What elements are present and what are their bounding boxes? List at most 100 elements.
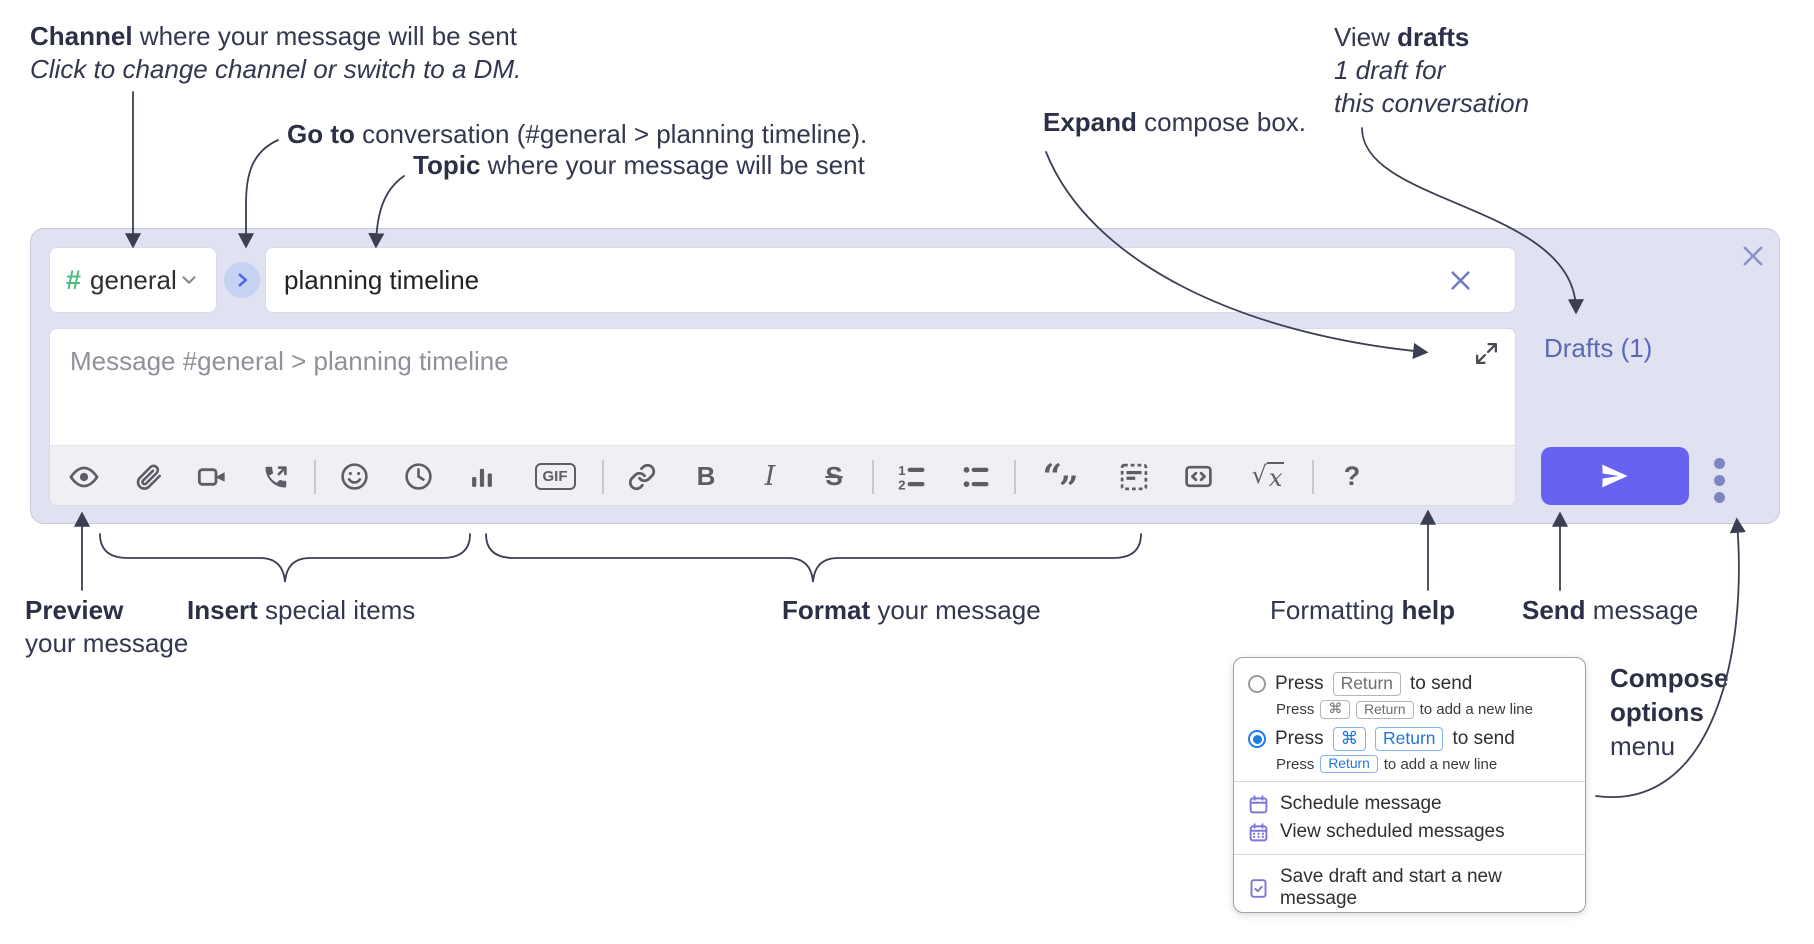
message-area <box>50 329 1515 445</box>
option2-pre: Press <box>1275 728 1324 749</box>
link-icon[interactable] <box>622 457 662 497</box>
italic-glyph: I <box>764 461 776 492</box>
label-send: Send message <box>1522 594 1698 627</box>
message-input[interactable] <box>50 329 1515 445</box>
chevron-right-icon <box>238 273 247 287</box>
toolbar-divider <box>1312 459 1314 494</box>
spoiler-icon[interactable] <box>1114 457 1154 497</box>
italic-icon[interactable]: I <box>750 457 790 497</box>
compose-options-menu-button[interactable] <box>1714 458 1725 503</box>
expand-compose-icon[interactable] <box>1474 341 1499 366</box>
time-clock-icon[interactable] <box>398 457 438 497</box>
send-arrow-icon <box>1602 464 1628 488</box>
kbd-return-blue: Return <box>1320 755 1378 773</box>
annotation-drafts-line3: this conversation <box>1334 88 1530 118</box>
popup-divider <box>1234 854 1585 855</box>
label-compose-options: Compose options menu <box>1610 661 1728 763</box>
option1-sub-pre: Press <box>1276 701 1315 718</box>
brace-insert <box>99 533 471 583</box>
kbd-cmd-blue: ⌘ <box>1332 727 1367 751</box>
gif-label: GIF <box>534 463 576 490</box>
attach-paperclip-icon[interactable] <box>128 457 168 497</box>
label-send-bold: Send <box>1522 595 1586 625</box>
label-insert: Insert special items <box>187 594 415 627</box>
bulleted-list-icon[interactable] <box>956 457 996 497</box>
gif-icon[interactable]: GIF <box>526 457 584 497</box>
annotation-topic-bold: Topic <box>413 150 481 180</box>
label-preview: Preview your message <box>25 594 188 660</box>
option-return-to-send[interactable]: Press Return to send <box>1248 672 1571 696</box>
quote-close-glyph: ” <box>1059 468 1079 506</box>
toolbar-divider <box>602 459 604 494</box>
drafts-link[interactable]: Drafts (1) <box>1544 333 1653 363</box>
annotation-goto: Go to conversation (#general > planning … <box>287 118 867 151</box>
annotation-drafts-pre: View <box>1334 22 1398 52</box>
toolbar-divider <box>314 459 316 494</box>
go-to-conversation-button[interactable] <box>224 262 260 298</box>
option2-sub-pre: Press <box>1276 755 1315 773</box>
label-formatting-help: Formatting help <box>1270 594 1455 627</box>
strikethrough-icon[interactable]: S <box>814 457 854 497</box>
option-cmd-return-to-send[interactable]: Press ⌘ Return to send <box>1248 727 1571 751</box>
channel-name: general <box>90 264 177 295</box>
topic-input-wrap <box>265 247 1516 313</box>
formatting-help-icon[interactable]: ? <box>1332 457 1372 497</box>
annotation-drafts: View drafts 1 draft for this conversatio… <box>1334 21 1529 120</box>
label-help-bold: help <box>1401 595 1455 625</box>
sqrt-glyph: √ <box>1251 461 1267 489</box>
message-block: GIF B I S 12 “” <box>49 328 1516 506</box>
calendar-grid-icon <box>1248 822 1269 843</box>
poll-bar-chart-icon[interactable] <box>462 457 502 497</box>
label-insert-bold: Insert <box>187 595 258 625</box>
menu-item-label: Save draft and start a new message <box>1280 866 1502 909</box>
voice-call-icon[interactable] <box>256 457 296 497</box>
code-icon[interactable] <box>1178 457 1218 497</box>
preview-eye-icon[interactable] <box>64 457 104 497</box>
option1-sub-post: to add a new line <box>1419 701 1533 718</box>
document-check-icon <box>1248 878 1269 899</box>
send-button[interactable] <box>1541 447 1689 505</box>
channel-selector[interactable]: # general <box>49 247 217 313</box>
label-format-rest: your message <box>870 595 1041 625</box>
option2-sub-post: to add a new line <box>1383 755 1498 773</box>
annotation-drafts-line2: 1 draft for <box>1334 55 1446 85</box>
emoji-smiley-icon[interactable] <box>334 457 374 497</box>
annotation-channel: Channel where your message will be sent … <box>30 20 521 86</box>
kbd-cmd: ⌘ <box>1320 700 1351 719</box>
close-compose-icon[interactable] <box>1739 242 1767 270</box>
label-compose-options-line3: menu <box>1610 731 1676 761</box>
radio-unselected-icon[interactable] <box>1248 675 1266 693</box>
option2-post: to send <box>1452 728 1515 749</box>
menu-item-save-draft[interactable]: Save draft and start a new message <box>1248 863 1571 913</box>
annotation-expand: Expand compose box. <box>1043 106 1306 139</box>
annotation-topic: Topic where your message will be sent <box>413 149 865 182</box>
video-call-icon[interactable] <box>192 457 232 497</box>
annotation-goto-bold: Go to <box>287 119 355 149</box>
send-options-popup: Press Return to send Press ⌘ Return to a… <box>1233 657 1586 913</box>
radio-selected-icon[interactable] <box>1248 730 1266 748</box>
brace-format <box>485 533 1142 583</box>
topic-input[interactable] <box>265 247 1516 313</box>
label-format-bold: Format <box>782 595 871 625</box>
kbd-return: Return <box>1332 672 1402 696</box>
annotation-drafts-bold: drafts <box>1397 22 1470 52</box>
math-icon[interactable]: √x <box>1242 457 1294 497</box>
option1-subtext: Press ⌘ Return to add a new line <box>1276 700 1571 719</box>
label-format: Format your message <box>782 594 1041 627</box>
menu-item-view-scheduled[interactable]: View scheduled messages <box>1248 818 1571 846</box>
annotation-channel-bold: Channel <box>30 21 133 51</box>
menu-item-label: Schedule message <box>1280 793 1442 814</box>
label-compose-options-line1: Compose <box>1610 663 1729 693</box>
quote-icon[interactable]: “” <box>1034 457 1090 506</box>
compose-box: # general <box>30 228 1780 524</box>
calendar-icon <box>1248 794 1269 815</box>
bold-icon[interactable]: B <box>686 457 726 497</box>
popup-divider <box>1234 781 1585 782</box>
annotation-topic-rest: where your message will be sent <box>480 150 865 180</box>
topic-clear-icon[interactable] <box>1447 267 1474 294</box>
menu-item-schedule-message[interactable]: Schedule message <box>1248 790 1571 818</box>
channel-hash-icon: # <box>66 264 82 295</box>
help-glyph: ? <box>1343 461 1361 491</box>
